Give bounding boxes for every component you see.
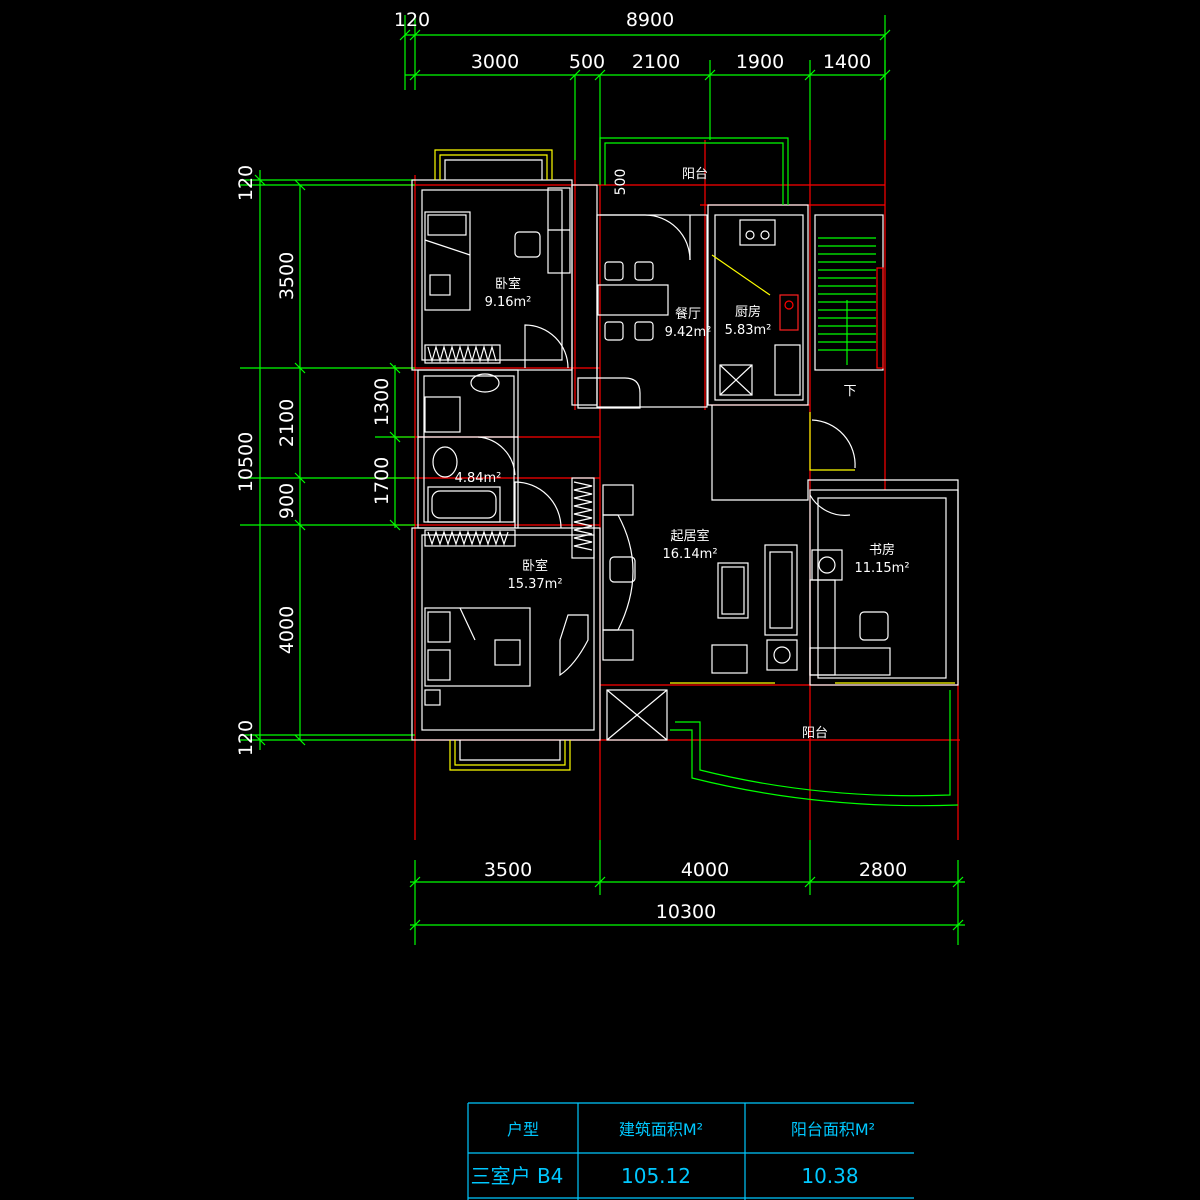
bedroom1-name: 卧室 <box>495 276 521 292</box>
area-table <box>467 1102 914 1200</box>
bath-area: 4.84m² <box>455 471 502 486</box>
left-top-offset-dim: 120 <box>235 165 257 201</box>
top-seg-dim-5: 1400 <box>823 51 871 73</box>
living-area: 16.14m² <box>662 547 717 562</box>
study-area: 11.15m² <box>854 561 909 576</box>
top-seg-dim-3: 2100 <box>632 51 680 73</box>
bottom-overall-dim: 10300 <box>656 901 716 923</box>
table-cell-type: 三室户 B4 <box>471 1164 564 1188</box>
bottom-seg-dim-2: 4000 <box>681 859 729 881</box>
balcony-depth-dim: 500 <box>613 169 629 196</box>
bottom-dimensions <box>409 840 965 945</box>
left-seg-dim-1: 3500 <box>276 252 298 300</box>
inner-left-dim-1: 1300 <box>371 378 393 426</box>
balcony-top-label: 阳台 <box>682 167 708 182</box>
table-cell-balcony-area: 10.38 <box>801 1164 858 1188</box>
bedroom2-name: 卧室 <box>522 558 548 574</box>
stair-treads <box>818 237 884 369</box>
balcony-bottom-label: 阳台 <box>802 726 828 741</box>
left-bottom-offset-dim: 120 <box>235 720 257 756</box>
bottom-seg-dim-3: 2800 <box>859 859 907 881</box>
left-overall-dim: 10500 <box>235 432 257 492</box>
top-offset-dim: 120 <box>394 9 430 31</box>
table-header-type: 户型 <box>507 1120 539 1139</box>
left-seg-dim-3: 900 <box>276 483 298 519</box>
left-seg-dim-2: 2100 <box>276 399 298 447</box>
stair-down-label: 下 <box>843 384 856 399</box>
kitchen-name: 厨房 <box>735 304 761 320</box>
dining-area: 9.42m² <box>665 325 712 340</box>
kitchen-area: 5.83m² <box>725 323 772 338</box>
inner-left-dim-2: 1700 <box>371 457 393 505</box>
table-header-building-area: 建筑面积M² <box>619 1120 703 1139</box>
bedroom1-area: 9.16m² <box>485 295 532 310</box>
bottom-seg-dim-1: 3500 <box>484 859 532 881</box>
bedroom2-area: 15.37m² <box>507 577 562 592</box>
living-name: 起居室 <box>670 528 709 544</box>
left-dimensions <box>240 170 415 750</box>
study-name: 书房 <box>869 542 895 558</box>
top-overall-dim: 8900 <box>626 9 674 31</box>
walls <box>411 137 959 807</box>
furniture <box>424 211 889 706</box>
table-cell-building-area: 105.12 <box>621 1164 691 1188</box>
dining-name: 餐厅 <box>675 306 701 322</box>
top-seg-dim-4: 1900 <box>736 51 784 73</box>
top-seg-dim-2: 500 <box>569 51 605 73</box>
top-seg-dim-1: 3000 <box>471 51 519 73</box>
table-header-balcony-area: 阳台面积M² <box>791 1120 875 1139</box>
left-seg-dim-4: 4000 <box>276 606 298 654</box>
